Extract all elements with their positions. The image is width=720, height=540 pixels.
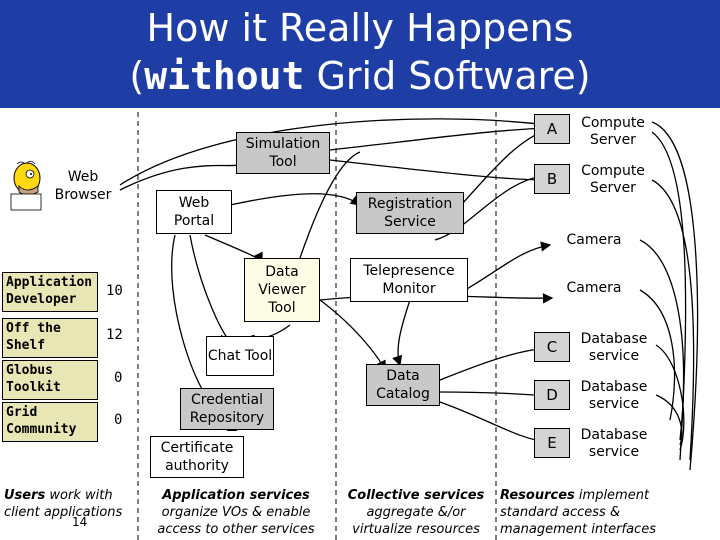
count-label-application-developer: Application Developer <box>2 272 98 312</box>
resource-b-label: Compute Server <box>581 163 645 196</box>
slide-title: How it Really Happens (without Grid Soft… <box>0 4 720 100</box>
resource-e-box: E <box>534 428 570 458</box>
resource-c-box: C <box>534 332 570 362</box>
simulation-tool-box: Simulation Tool <box>236 132 330 174</box>
count-value-grid-community: 0 <box>114 412 123 428</box>
resource-d-label: Database service <box>580 379 648 412</box>
camera-2-label: Camera <box>566 280 622 296</box>
count-value-off-the-shelf: 12 <box>106 327 123 343</box>
web-portal-box: Web Portal <box>156 190 232 234</box>
camera-1-label: Camera <box>566 232 622 248</box>
resource-a-label: Compute Server <box>581 115 645 148</box>
certificate-authority-box: Certificate authority <box>150 436 244 478</box>
count-label-globus-toolkit: Globus Toolkit <box>2 360 98 400</box>
caption-users: Users work with client applications <box>4 488 123 520</box>
count-value-application-developer: 10 <box>106 283 123 299</box>
resource-a-box: A <box>534 114 570 144</box>
title-emphasis: without <box>144 54 305 98</box>
telepresence-monitor-box: Telepresence Monitor <box>350 258 468 302</box>
resource-c-label: Database service <box>580 331 648 364</box>
data-catalog-box: Data Catalog <box>366 364 440 406</box>
data-viewer-tool-box: Data Viewer Tool <box>244 258 320 322</box>
title-line-2: (without Grid Software) <box>129 54 591 98</box>
count-value-globus-toolkit: 0 <box>114 370 123 386</box>
caption-resources: Resources implement standard access & ma… <box>500 488 656 537</box>
title-line-1: How it Really Happens <box>146 6 574 50</box>
web-browser-label: Web Browser <box>54 169 112 203</box>
page-number: 14 <box>72 515 88 529</box>
count-label-off-the-shelf: Off the Shelf <box>2 318 98 358</box>
count-label-grid-community: Grid Community <box>2 402 98 442</box>
resource-d-box: D <box>534 380 570 410</box>
user-avatar-icon <box>10 160 42 211</box>
resource-e-label: Database service <box>580 427 648 460</box>
title-banner <box>0 0 720 108</box>
chat-tool-box: Chat Tool <box>206 336 274 376</box>
resource-b-box: B <box>534 164 570 194</box>
credential-repository-box: Credential Repository <box>180 388 274 430</box>
registration-service-box: Registration Service <box>356 192 464 234</box>
